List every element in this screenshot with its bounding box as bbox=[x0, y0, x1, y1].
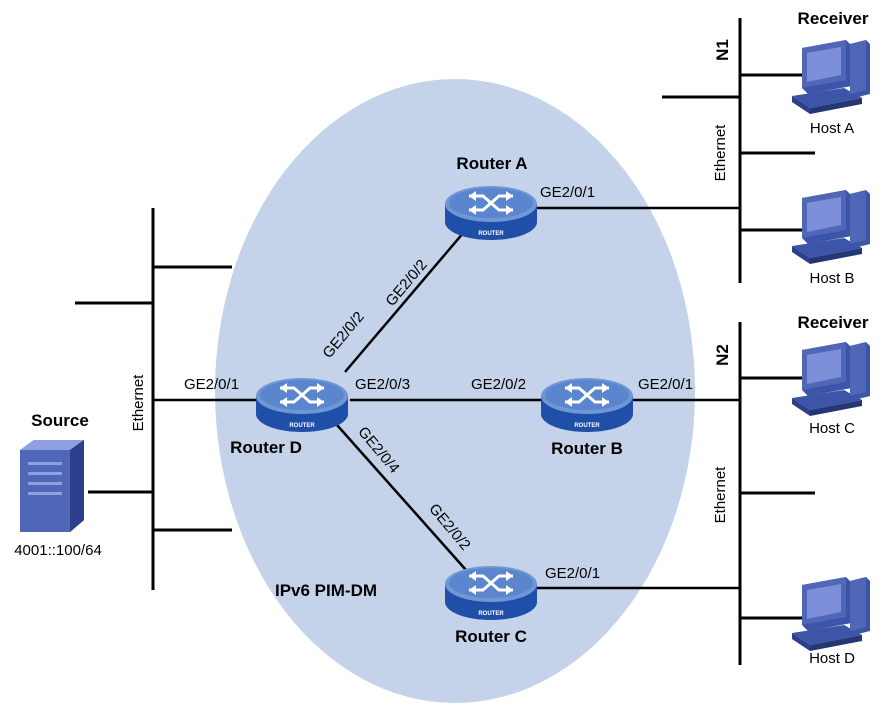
pim-dm-domain bbox=[215, 79, 695, 703]
host-a-icon[interactable] bbox=[792, 40, 870, 114]
host-a-label: Host A bbox=[810, 120, 854, 137]
host-c-icon[interactable] bbox=[792, 342, 870, 416]
router-b-label: Router B bbox=[551, 439, 623, 458]
source-title: Source bbox=[31, 411, 89, 430]
n2-label: N2 bbox=[713, 344, 732, 366]
router-c-badge: ROUTER bbox=[478, 611, 504, 617]
router-d-label: Router D bbox=[230, 438, 302, 457]
receiver-label-2: Receiver bbox=[798, 313, 869, 332]
router-a-label: Router A bbox=[456, 154, 527, 173]
router-d-port-ge2-0-1: GE2/0/1 bbox=[184, 376, 239, 393]
n2-ethernet-label: Ethernet bbox=[712, 466, 729, 524]
router-b-badge: ROUTER bbox=[574, 423, 600, 429]
host-c-label: Host C bbox=[809, 420, 855, 437]
router-b-port-ge2-0-1: GE2/0/1 bbox=[638, 376, 693, 393]
receiver-label-1: Receiver bbox=[798, 9, 869, 28]
router-a-badge: ROUTER bbox=[478, 231, 504, 237]
link-d-c bbox=[336, 424, 467, 571]
link-d-a bbox=[344, 224, 471, 373]
router-a-icon[interactable]: ROUTER bbox=[443, 184, 539, 242]
router-d-port-ge2-0-3: GE2/0/3 bbox=[355, 376, 410, 393]
host-d-label: Host D bbox=[809, 650, 855, 667]
host-b-icon[interactable] bbox=[792, 190, 870, 264]
n1-label: N1 bbox=[713, 39, 732, 61]
router-b-icon[interactable]: ROUTER bbox=[539, 376, 635, 434]
source-address: 4001::100/64 bbox=[14, 542, 102, 559]
router-a-port-ge2-0-1: GE2/0/1 bbox=[540, 184, 595, 201]
host-d-icon[interactable] bbox=[792, 577, 870, 651]
router-c-icon[interactable]: ROUTER bbox=[443, 564, 539, 622]
router-d-badge: ROUTER bbox=[289, 423, 315, 429]
left-ethernet-label: Ethernet bbox=[130, 374, 147, 432]
router-b-port-ge2-0-2: GE2/0/2 bbox=[471, 376, 526, 393]
host-b-label: Host B bbox=[809, 270, 854, 287]
router-d-icon[interactable]: ROUTER bbox=[254, 376, 350, 434]
n1-ethernet-label: Ethernet bbox=[712, 124, 729, 182]
router-c-label: Router C bbox=[455, 627, 527, 646]
server-icon[interactable] bbox=[20, 440, 84, 532]
domain-label: IPv6 PIM-DM bbox=[275, 581, 377, 600]
router-c-port-ge2-0-1: GE2/0/1 bbox=[545, 565, 600, 582]
